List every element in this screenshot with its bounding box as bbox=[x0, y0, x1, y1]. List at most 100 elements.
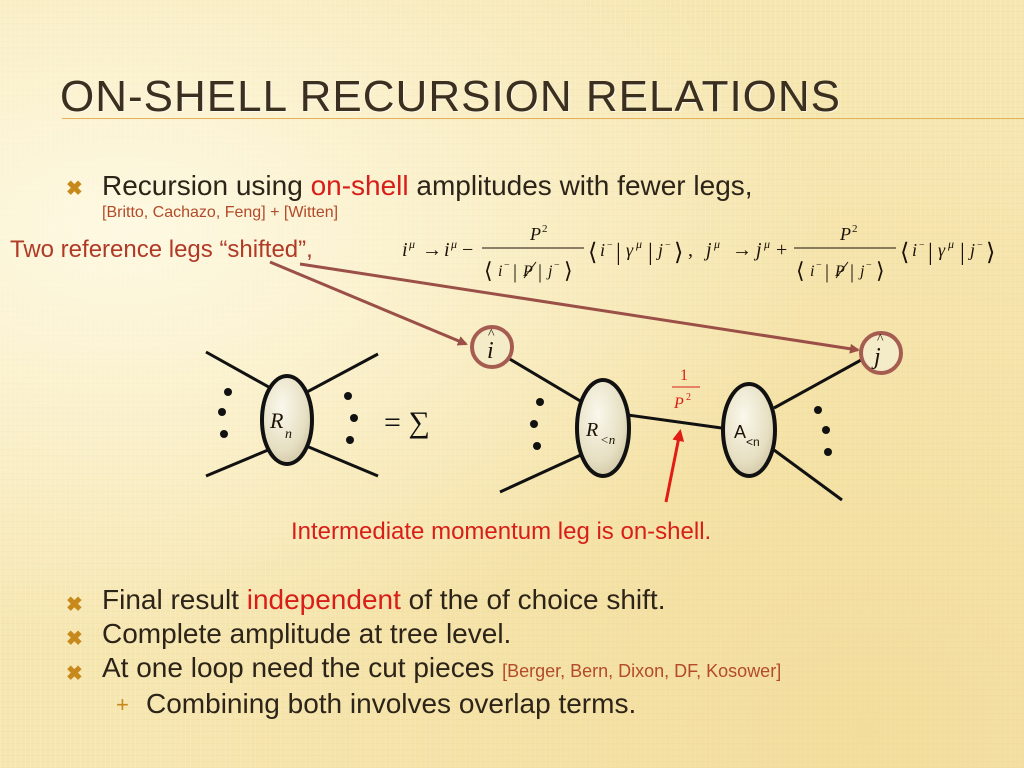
formula-i: i bbox=[600, 240, 605, 260]
formula-P: P bbox=[839, 224, 851, 244]
lhs-dots-left bbox=[218, 388, 232, 438]
formula-j: j bbox=[753, 239, 762, 261]
svg-text:|: | bbox=[616, 240, 621, 266]
bullet-4-text: At one loop need the cut pieces bbox=[102, 652, 503, 683]
shift-label: Two reference legs “shifted”, bbox=[10, 236, 313, 263]
lhs-blob bbox=[260, 374, 314, 466]
bullet-1: Recursion using on-shell amplitudes with… bbox=[102, 170, 753, 202]
formula-mu: μ bbox=[635, 237, 642, 251]
lhs-blob-label: R bbox=[269, 408, 284, 433]
svg-text:2: 2 bbox=[852, 223, 858, 235]
bullet-1-text-end: amplitudes with fewer legs, bbox=[408, 170, 753, 201]
leg-j-callout bbox=[859, 331, 903, 375]
formula-bracket: ⟨ bbox=[484, 258, 493, 283]
formula-mu: μ bbox=[947, 237, 954, 251]
x-bullet-icon: ✖ bbox=[66, 663, 83, 685]
left-subamplitude-blob bbox=[575, 378, 631, 478]
bullet-2-text: Final result bbox=[102, 584, 247, 615]
formula-i: i bbox=[810, 263, 814, 280]
formula-P: P bbox=[522, 263, 533, 280]
right-subamplitude-blob bbox=[721, 382, 777, 478]
formula-i: i bbox=[498, 263, 502, 280]
formula-j: j bbox=[546, 263, 553, 280]
formula-plus: + bbox=[776, 239, 787, 261]
formula-mu: μ bbox=[408, 237, 415, 251]
svg-text:−: − bbox=[554, 260, 560, 271]
formula-P: P bbox=[529, 224, 541, 244]
formula-gamma: γ bbox=[938, 240, 946, 260]
svg-text:⟨: ⟨ bbox=[796, 258, 805, 283]
svg-text:|: | bbox=[648, 240, 653, 266]
formula-j: j bbox=[968, 240, 975, 260]
formula-arrow: → bbox=[422, 239, 442, 261]
x-bullet-icon: ✖ bbox=[66, 594, 83, 616]
propagator-denominator: P bbox=[673, 395, 684, 412]
bullet-2-text-end: of the of choice shift. bbox=[400, 584, 666, 615]
slide-title: ON-SHELL RECURSION RELATIONS bbox=[60, 72, 842, 121]
sub-bullet: Combining both involves overlap terms. bbox=[146, 688, 637, 719]
bullet-4-citation: [Berger, Bern, Dixon, DF, Kosower] bbox=[502, 661, 782, 681]
arrow-to-propagator bbox=[664, 429, 685, 503]
right-blob-sub: <n bbox=[746, 435, 760, 449]
x-bullet-icon: ✖ bbox=[66, 178, 83, 200]
formula-exp: 2 bbox=[542, 223, 548, 235]
leg-i-hat: ^ bbox=[488, 327, 495, 342]
arrow-to-leg-j bbox=[299, 262, 860, 354]
bullet-1-highlight: on-shell bbox=[310, 170, 409, 201]
formula-gamma: γ bbox=[626, 240, 634, 260]
formula-minus: − bbox=[462, 239, 473, 261]
formula-j: j bbox=[703, 239, 712, 261]
propagator-numerator: 1 bbox=[680, 367, 688, 384]
shift-formula: i μ → i μ − P 2 ⟨ i − | P | j − ⟩ ⟨ i − … bbox=[402, 223, 995, 283]
leg-i-callout bbox=[470, 325, 514, 369]
bullet-3: Complete amplitude at tree level. bbox=[102, 618, 512, 649]
formula-j: j bbox=[858, 263, 865, 280]
rhs-dots-left bbox=[530, 398, 544, 450]
bullet-1-citation: [Britto, Cachazo, Feng] + [Witten] bbox=[102, 204, 339, 221]
svg-text:−: − bbox=[607, 240, 613, 251]
arrow-to-leg-i bbox=[269, 260, 468, 346]
svg-text:−: − bbox=[504, 260, 510, 271]
equals-sum: = ∑ bbox=[384, 406, 430, 439]
formula-mu: μ bbox=[763, 237, 770, 251]
svg-text:|: | bbox=[960, 240, 965, 266]
svg-text:|: | bbox=[928, 240, 933, 266]
svg-text:−: − bbox=[665, 240, 671, 251]
formula-P: P bbox=[834, 263, 845, 280]
svg-text:−: − bbox=[919, 240, 925, 251]
title-divider bbox=[62, 118, 1024, 119]
lhs-dots-right bbox=[344, 392, 358, 444]
svg-text:⟨: ⟨ bbox=[588, 240, 597, 266]
svg-text:−: − bbox=[977, 240, 983, 251]
svg-text:−: − bbox=[866, 260, 872, 271]
intermediate-note: Intermediate momentum leg is on-shell. bbox=[291, 518, 712, 545]
svg-text:|: | bbox=[538, 261, 542, 283]
right-blob-label: A bbox=[734, 422, 746, 442]
svg-text:⟩: ⟩ bbox=[986, 240, 995, 266]
bullet-2: Final result independent of the of choic… bbox=[102, 584, 665, 616]
bullet-4: At one loop need the cut pieces [Berger,… bbox=[102, 652, 781, 684]
formula-i: i bbox=[444, 239, 450, 261]
formula-j: j bbox=[656, 240, 663, 260]
svg-text:|: | bbox=[513, 261, 517, 283]
leg-j-label: j bbox=[871, 344, 881, 370]
formula-bracket: ⟩ bbox=[564, 258, 573, 283]
x-bullet-icon: ✖ bbox=[66, 628, 83, 650]
svg-text:−: − bbox=[816, 260, 822, 271]
leg-j-hat: ^ bbox=[877, 332, 884, 347]
bullet-2-highlight: independent bbox=[246, 584, 401, 615]
formula-mu: μ bbox=[450, 237, 457, 251]
propagator-exponent: 2 bbox=[686, 392, 691, 403]
lhs-blob-sub: n bbox=[285, 427, 292, 442]
formula-mu: μ bbox=[713, 237, 720, 251]
svg-text:⟩: ⟩ bbox=[876, 258, 885, 283]
formula-arrow: → bbox=[732, 239, 752, 261]
svg-text:|: | bbox=[825, 261, 829, 283]
svg-text:⟩: ⟩ bbox=[674, 240, 683, 266]
svg-text:,: , bbox=[688, 239, 693, 261]
left-blob-sub: <n bbox=[600, 432, 615, 447]
svg-text:|: | bbox=[850, 261, 854, 283]
svg-text:⟨: ⟨ bbox=[900, 240, 909, 266]
left-blob-label: R bbox=[585, 419, 598, 441]
